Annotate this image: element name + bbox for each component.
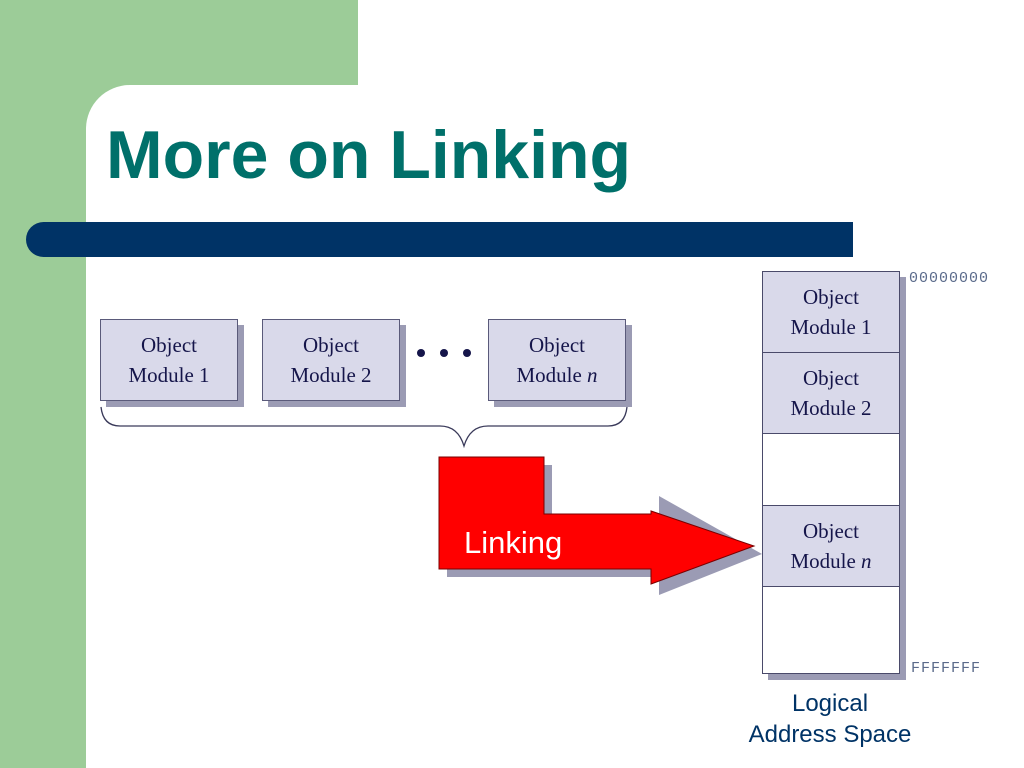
address-start: 00000000 xyxy=(909,270,990,287)
module-line2: Module 1 xyxy=(790,315,872,339)
memory-object-module-n: Object Module n xyxy=(763,506,899,587)
address-space-label-line2: Address Space xyxy=(748,721,912,748)
address-space-label: Logical Address Space xyxy=(730,688,930,750)
memory-object-module-2: Object Module 2 xyxy=(763,353,899,434)
module-line2: Module 1 xyxy=(128,363,210,387)
slide-title: More on Linking xyxy=(106,117,632,193)
module-line1: Object xyxy=(803,366,859,390)
module-line1: Object xyxy=(141,333,197,357)
linking-arrow xyxy=(438,456,756,585)
address-space-label-line1: Logical xyxy=(791,690,869,717)
object-module-n: Object Module n xyxy=(488,319,626,401)
module-line2: Module n xyxy=(516,363,598,387)
logical-address-space: Object Module 1 Object Module 2 Object M… xyxy=(762,271,900,674)
ellipsis-dot xyxy=(440,349,448,357)
object-module-2: Object Module 2 xyxy=(262,319,400,401)
module-line2: Module 2 xyxy=(790,396,872,420)
memory-object-module-1: Object Module 1 xyxy=(763,272,899,353)
module-line1: Object xyxy=(529,333,585,357)
ellipsis-dot xyxy=(463,349,471,357)
memory-gap xyxy=(763,434,899,506)
object-module-1: Object Module 1 xyxy=(100,319,238,401)
address-end: FFFFFFF xyxy=(911,660,982,677)
ellipsis-dot xyxy=(417,349,425,357)
module-line1: Object xyxy=(803,285,859,309)
module-line2: Module 2 xyxy=(290,363,372,387)
module-line1: Object xyxy=(303,333,359,357)
title-underline-bar xyxy=(26,222,853,257)
grouping-brace xyxy=(100,406,628,449)
linking-label: Linking xyxy=(464,525,563,560)
module-line1: Object xyxy=(803,519,859,543)
module-line2: Module n xyxy=(790,549,872,573)
